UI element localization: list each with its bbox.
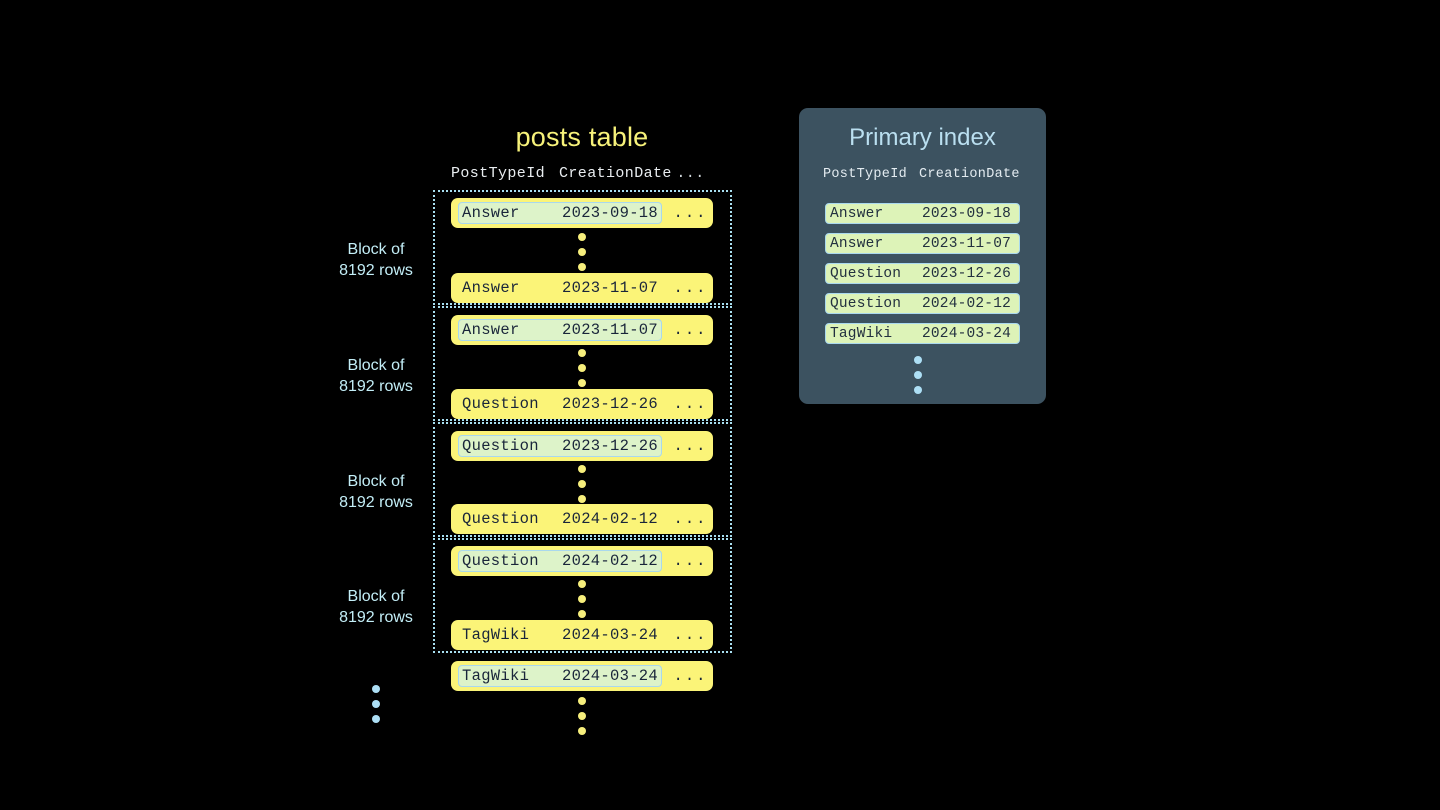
cell-creationdate: 2023-11-07 xyxy=(562,321,659,339)
row-ellipsis-dots xyxy=(577,465,587,503)
block-1-label-line2: 8192 rows xyxy=(339,262,413,279)
block-3-label: Block of 8192 rows xyxy=(311,471,441,513)
cell-ellipsis: ... xyxy=(673,204,708,222)
cell-posttypeid: Question xyxy=(462,510,539,528)
block-4 xyxy=(433,538,732,653)
column-header-creationdate: CreationDate xyxy=(559,165,672,182)
table-row: Question 2023-12-26 ... xyxy=(451,431,713,461)
cell-creationdate: 2024-03-24 xyxy=(562,667,659,685)
index-cell-posttypeid: TagWiki xyxy=(830,325,893,342)
cell-ellipsis: ... xyxy=(673,395,708,413)
primary-index-column-headers: PostTypeId CreationDate xyxy=(823,167,1023,182)
cell-creationdate: 2024-02-12 xyxy=(562,510,659,528)
cell-posttypeid: Question xyxy=(462,437,539,455)
table-row-trailing: TagWiki 2024-03-24 ... xyxy=(451,661,713,691)
index-column-header-posttypeid: PostTypeId xyxy=(823,167,908,182)
cell-posttypeid: Answer xyxy=(462,321,520,339)
cell-ellipsis: ... xyxy=(673,552,708,570)
cell-posttypeid: Question xyxy=(462,395,539,413)
index-cell-posttypeid: Question xyxy=(830,295,902,312)
row-cells: Question 2024-02-12 xyxy=(458,550,662,572)
block-3-label-line1: Block of xyxy=(347,473,405,490)
index-cell-creationdate: 2024-03-24 xyxy=(922,325,1012,342)
primary-index-panel: Primary index PostTypeId CreationDate An… xyxy=(799,108,1046,404)
cell-creationdate: 2024-02-12 xyxy=(562,552,659,570)
index-row: Question 2023-12-26 xyxy=(825,263,1020,284)
index-row: Answer 2023-11-07 xyxy=(825,233,1020,254)
index-cell-posttypeid: Question xyxy=(830,265,902,282)
column-header-posttypeid: PostTypeId xyxy=(451,165,546,182)
table-row: Answer 2023-11-07 ... xyxy=(451,273,713,303)
block-1 xyxy=(433,190,732,305)
row-cells: Answer 2023-11-07 xyxy=(458,277,662,299)
block-2 xyxy=(433,306,732,421)
cell-posttypeid: Answer xyxy=(462,279,520,297)
index-cell-creationdate: 2024-02-12 xyxy=(922,295,1012,312)
posts-table-title: posts table xyxy=(515,122,649,152)
row-ellipsis-dots xyxy=(577,233,587,271)
row-cells: Question 2024-02-12 xyxy=(458,508,662,530)
index-cell-posttypeid: Answer xyxy=(830,205,884,222)
block-2-label: Block of 8192 rows xyxy=(311,355,441,397)
index-column-header-creationdate: CreationDate xyxy=(919,167,1020,182)
block-1-label: Block of 8192 rows xyxy=(311,239,441,281)
block-2-label-line1: Block of xyxy=(347,357,405,374)
index-row: Question 2024-02-12 xyxy=(825,293,1020,314)
index-cell-creationdate: 2023-09-18 xyxy=(922,205,1012,222)
index-cell-creationdate: 2023-11-07 xyxy=(922,235,1012,252)
cell-creationdate: 2023-11-07 xyxy=(562,279,659,297)
cell-posttypeid: Question xyxy=(462,552,539,570)
table-ellipsis-dots xyxy=(577,697,587,735)
table-row: Question 2023-12-26 ... xyxy=(451,389,713,419)
table-row: TagWiki 2024-03-24 ... xyxy=(451,620,713,650)
cell-posttypeid: TagWiki xyxy=(462,626,530,644)
block-3-label-line2: 8192 rows xyxy=(339,494,413,511)
row-cells: Question 2023-12-26 xyxy=(458,435,662,457)
cell-ellipsis: ... xyxy=(673,321,708,339)
row-cells: Answer 2023-09-18 xyxy=(458,202,662,224)
block-3 xyxy=(433,422,732,537)
primary-index-title: Primary index xyxy=(849,124,996,151)
table-row: Answer 2023-11-07 ... xyxy=(451,315,713,345)
row-ellipsis-dots xyxy=(577,580,587,618)
index-row: Answer 2023-09-18 xyxy=(825,203,1020,224)
table-row: Question 2024-02-12 ... xyxy=(451,546,713,576)
table-row: Question 2024-02-12 ... xyxy=(451,504,713,534)
blocks-ellipsis-dots xyxy=(371,685,381,723)
index-ellipsis-dots xyxy=(913,356,923,394)
cell-ellipsis: ... xyxy=(673,667,708,685)
block-4-label-line2: 8192 rows xyxy=(339,609,413,626)
cell-ellipsis: ... xyxy=(673,279,708,297)
index-row: TagWiki 2024-03-24 xyxy=(825,323,1020,344)
cell-ellipsis: ... xyxy=(673,437,708,455)
cell-posttypeid: Answer xyxy=(462,204,520,222)
table-row: Answer 2023-09-18 ... xyxy=(451,198,713,228)
cell-ellipsis: ... xyxy=(673,510,708,528)
block-1-label-line1: Block of xyxy=(347,241,405,258)
row-cells: Question 2023-12-26 xyxy=(458,393,662,415)
index-cell-posttypeid: Answer xyxy=(830,235,884,252)
posts-table-column-headers: PostTypeId CreationDate ... xyxy=(451,165,712,182)
cell-posttypeid: TagWiki xyxy=(462,667,530,685)
row-ellipsis-dots xyxy=(577,349,587,387)
cell-ellipsis: ... xyxy=(673,626,708,644)
column-header-ellipsis: ... xyxy=(676,165,705,182)
cell-creationdate: 2023-12-26 xyxy=(562,437,659,455)
cell-creationdate: 2023-09-18 xyxy=(562,204,659,222)
cell-creationdate: 2023-12-26 xyxy=(562,395,659,413)
block-2-label-line2: 8192 rows xyxy=(339,378,413,395)
row-cells: Answer 2023-11-07 xyxy=(458,319,662,341)
block-4-label: Block of 8192 rows xyxy=(311,586,441,628)
block-4-label-line1: Block of xyxy=(347,588,405,605)
index-cell-creationdate: 2023-12-26 xyxy=(922,265,1012,282)
row-cells: TagWiki 2024-03-24 xyxy=(458,624,662,646)
row-cells: TagWiki 2024-03-24 xyxy=(458,665,662,687)
cell-creationdate: 2024-03-24 xyxy=(562,626,659,644)
